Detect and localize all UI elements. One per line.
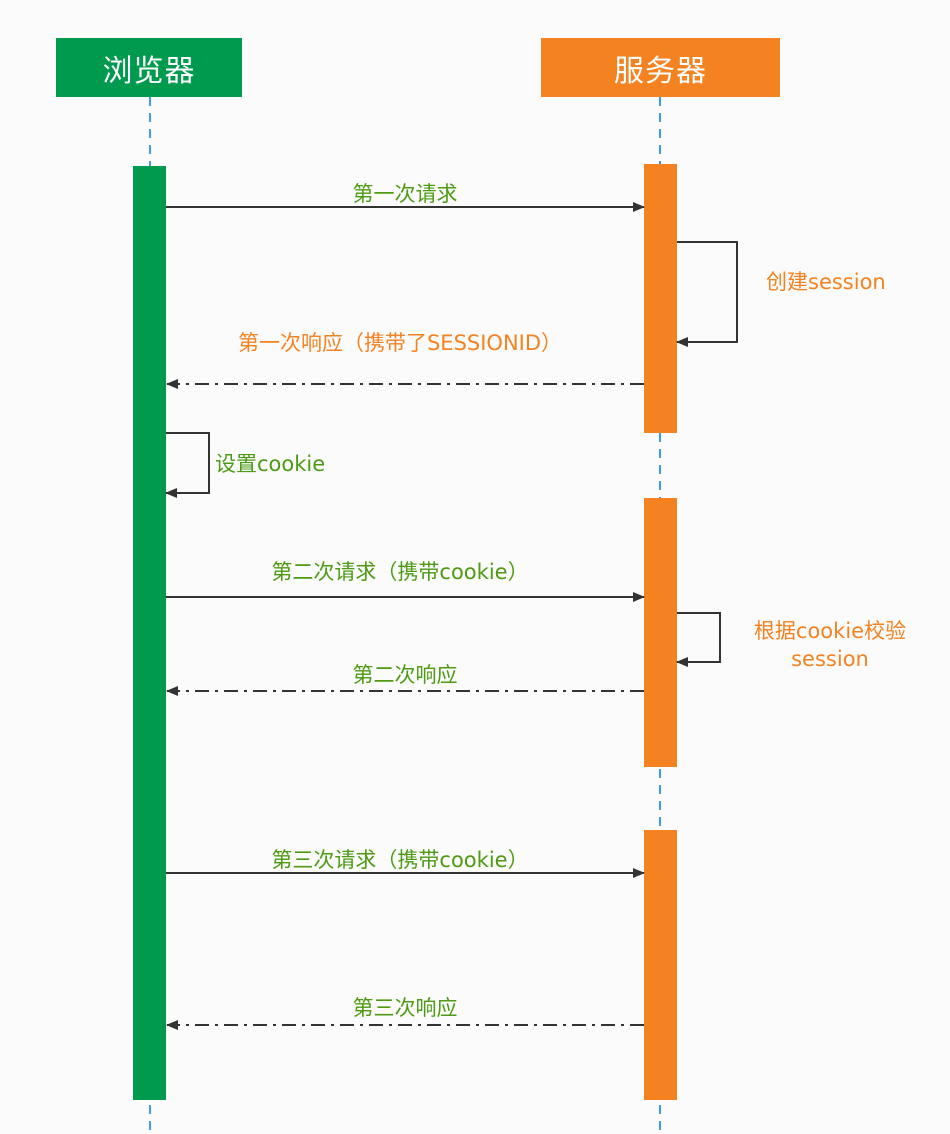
arrow-create-session [676,241,738,347]
first-request-label: 第一次请求 [352,182,458,206]
validate-session-label: 根据cookie校验 session [754,618,906,672]
second-request-label: 第二次请求（携带cookie） [271,560,529,584]
client-participant-label: 浏览器 [102,53,196,89]
server-activation-bar-3 [644,830,677,1100]
set-cookie-label: 设置cookie [215,452,326,476]
validate-session-label-line1: 根据cookie校验 [753,619,907,643]
create-session-label: 创建session [766,270,886,294]
validate-session-label-line2: session [791,647,869,671]
second-response-label: 第二次响应 [352,663,458,687]
server-activation-bar-1 [644,164,677,433]
third-request-label: 第三次请求（携带cookie） [271,848,529,872]
server-participant-header: 服务器 [541,38,780,97]
first-response-label: 第一次响应（携带了SESSIONID） [237,331,563,355]
arrow-validate-session [676,612,721,667]
arrow-set-cookie [165,432,210,498]
client-participant-header: 浏览器 [56,38,242,97]
server-participant-label: 服务器 [614,53,707,89]
client-activation-bar [133,166,166,1100]
server-activation-bar-2 [644,498,677,767]
third-response-label: 第三次响应 [352,996,458,1020]
